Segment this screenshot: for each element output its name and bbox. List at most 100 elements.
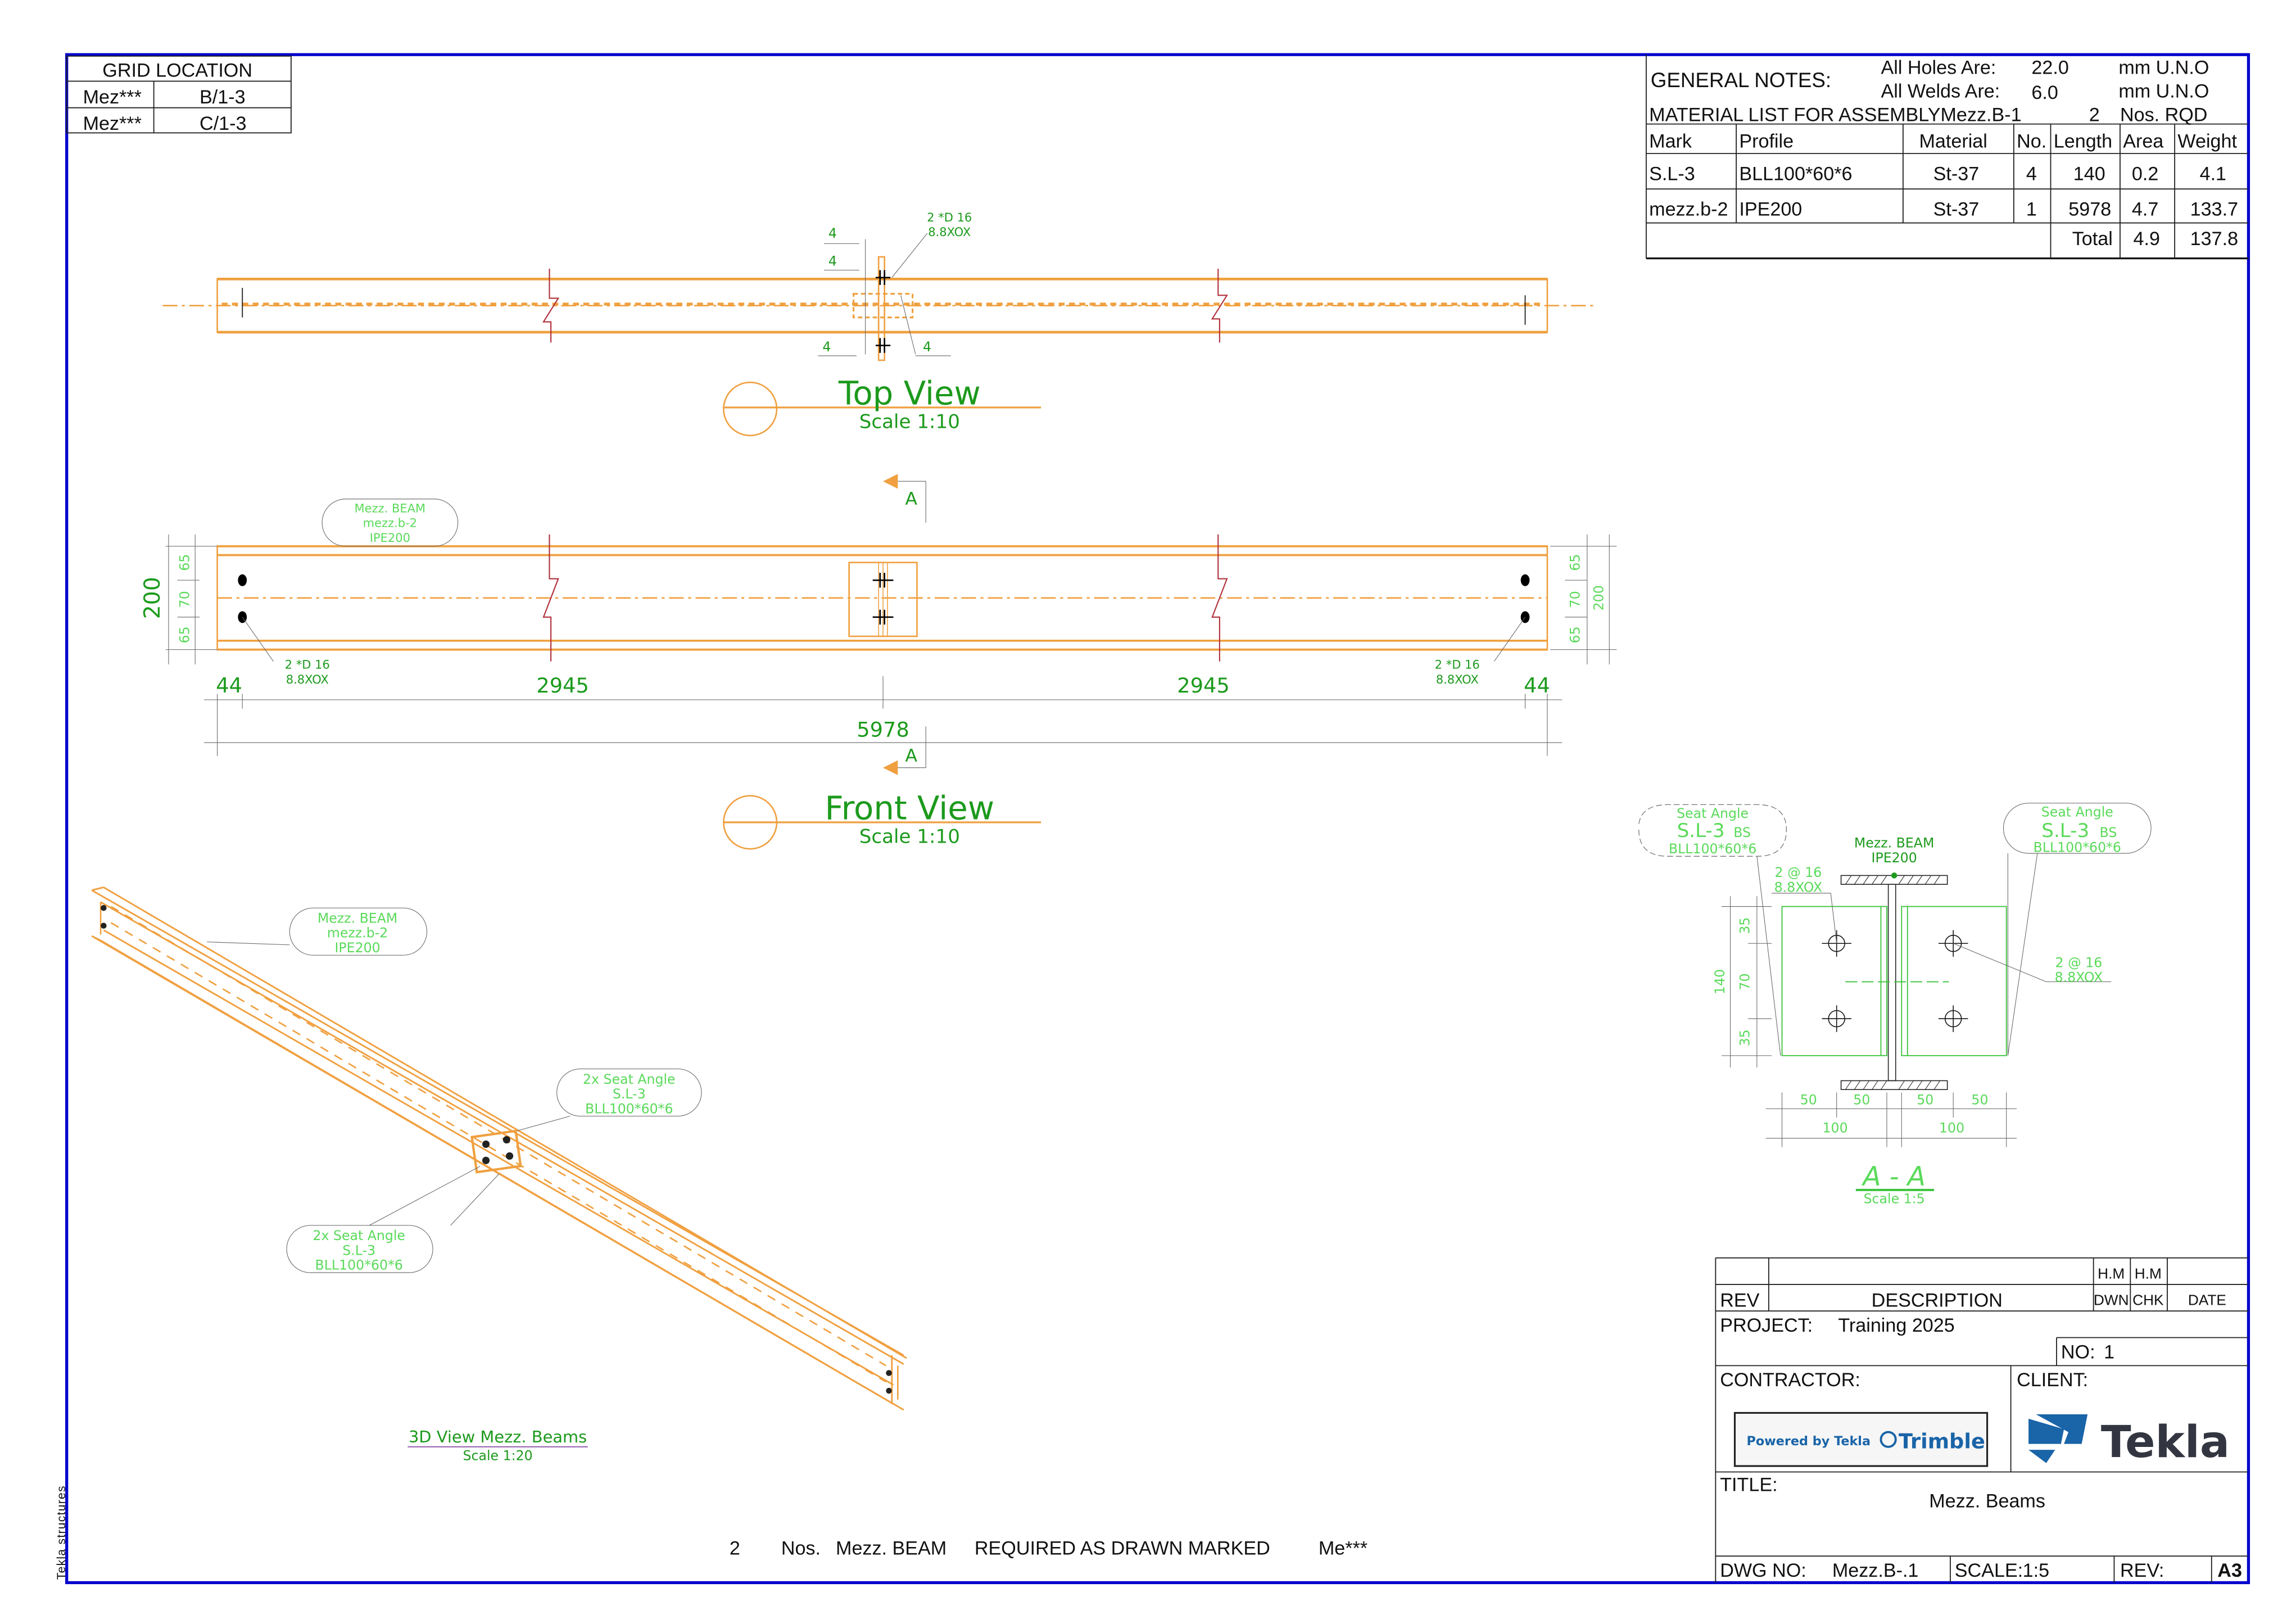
side-dim: 65 [177,554,193,571]
bolt-note: 8.8XOX [928,225,971,239]
side-dim: 70 [177,591,193,608]
beam-tag: IPE200 [370,531,410,545]
view-title: 3D View Mezz. Beams [409,1427,587,1446]
bolt-note: 8.8XOX [1436,672,1479,686]
view-scale: Scale 1:20 [463,1447,533,1463]
section-marker-label: A [905,746,917,766]
sheet-size: A3 [2217,1560,2242,1581]
note-unit: Nos. [781,1538,821,1559]
col-header: Profile [1739,131,1794,152]
project-label: PROJECT: [1720,1315,1813,1336]
bottom-note: 2 Nos. Mezz. BEAM REQUIRED AS DRAWN MARK… [730,1538,1367,1559]
seat-tag: 2x Seat Angle [583,1071,676,1087]
vertical-total: 140 [1712,969,1728,994]
no-label: NO: [2061,1341,2095,1363]
side-dim: 70 [1568,591,1583,608]
cell-area: 0.2 [2132,163,2158,184]
tekla-logo: Tekla [2028,1414,2230,1468]
bolt-note: 2 @ 16 [1775,865,1822,880]
grid-location-table: GRID LOCATION Mez*** B/1-3 Mez*** C/1-3 [66,55,292,134]
bottom-dim: 2945 [536,673,589,698]
seat-tag: BLL100*60*6 [1669,841,1756,857]
checked-by: H.M [2135,1265,2162,1282]
description-label: DESCRIPTION [1872,1290,2003,1311]
holes-unit: mm U.N.O [2118,57,2209,78]
grid-cell: C/1-3 [200,113,246,134]
cell-length: 5978 [2068,198,2111,220]
note-name: Mezz. BEAM [836,1538,947,1559]
weld-size: 4 [828,254,837,269]
view-scale: Scale 1:10 [859,826,960,848]
beam-tag: IPE200 [334,940,380,956]
holes-label: All Holes Are: [1881,57,1996,78]
horizontal-dim: 50 [1917,1092,1933,1108]
title-label: TITLE: [1720,1474,1777,1496]
grid-location-title: GRID LOCATION [102,60,252,82]
overall-dim: 5978 [857,718,909,742]
note-mark: Me*** [1319,1538,1367,1559]
welds-unit: mm U.N.O [2118,80,2209,102]
bolt-note: 8.8XOX [2055,970,2103,985]
no-value: 1 [2104,1341,2114,1363]
side-dim: 65 [1568,554,1583,571]
rev-field-label: REV: [2120,1560,2164,1581]
col-header: Mark [1649,131,1692,152]
col-header: Length [2054,131,2112,152]
trimble-logo: Powered by Tekla Trimble [1733,1412,1989,1467]
seat-tag: BLL100*60*6 [2034,839,2121,855]
cell-profile: BLL100*60*6 [1739,163,1852,184]
col-header: Material [1919,131,1987,152]
section-marker-top: A [883,474,926,523]
side-dim: 65 [1568,626,1583,643]
date-label: DATE [2188,1292,2226,1309]
section-marker-label: A [905,489,917,509]
seat-tag: BS [2100,825,2117,840]
view-title: Top View [838,374,981,413]
view-scale: Scale 1:10 [859,411,960,433]
seat-tag: Seat Angle [2041,804,2113,820]
bolt-note: 8.8XOX [1774,879,1823,895]
weld-size: 4 [822,339,831,355]
seat-tag: BS [1733,825,1751,840]
scale-value: 1:5 [2023,1560,2049,1581]
svg-text:Tekla: Tekla [2101,1416,2230,1468]
cell-mark: S.L-3 [1649,163,1695,184]
title-block: H.M H.M REV DESCRIPTION DWN CHK DATE PRO… [1715,1257,2249,1583]
cell-material: St-37 [1933,163,1980,184]
vertical-dim: 35 [1737,1029,1753,1046]
beam-label: Mezz. BEAM [1854,835,1934,851]
title-value: Mezz. Beams [1929,1491,2045,1512]
scale-label: SCALE: [1955,1560,2023,1581]
col-header: Weight [2177,131,2237,152]
top-view: 2 *D 16 8.8XOX 4 4 4 4 Top View Scale 1:… [162,210,1598,437]
note-text: REQUIRED AS DRAWN MARKED [975,1538,1270,1559]
horizontal-dim: 50 [1853,1092,1870,1108]
col-header: No. [2017,131,2046,152]
total-weight: 137.8 [2190,228,2238,250]
seat-tag: BLL100*60*6 [585,1101,673,1116]
cell-no: 4 [2026,163,2037,184]
grid-cell: B/1-3 [200,87,246,108]
total-label: Total [2072,228,2113,250]
cell-length: 140 [2073,163,2105,184]
front-view: Mezz. BEAM mezz.b-2 IPE200 2 *D 16 8.8XO… [139,499,1617,850]
general-notes-label: GENERAL NOTES: [1651,69,1831,92]
view-3d: Mezz. BEAM mezz.b-2 IPE200 2x Seat Angle… [91,886,907,1463]
beam-tag: Mezz. BEAM [318,910,397,926]
holes-value: 22.0 [2031,57,2068,78]
rev-label: REV [1720,1290,1759,1311]
bottom-dim: 44 [216,673,242,698]
seat-tag: S.L-3 [2041,820,2089,842]
section-title: A - A [1861,1161,1926,1192]
horizontal-total: 100 [1823,1120,1848,1136]
beam-tag: mezz.b-2 [327,925,388,941]
cell-weight: 133.7 [2190,198,2238,220]
grid-cell: Mez*** [83,87,142,108]
col-header: Area [2123,131,2163,152]
section-scale: Scale 1:5 [1864,1191,1925,1206]
cell-no: 1 [2026,198,2037,220]
bolt-note: 2 *D 16 [1435,658,1480,672]
cell-profile: IPE200 [1739,198,1802,220]
beam-tag: Mezz. BEAM [355,501,426,515]
seat-tag: Seat Angle [1677,806,1749,821]
